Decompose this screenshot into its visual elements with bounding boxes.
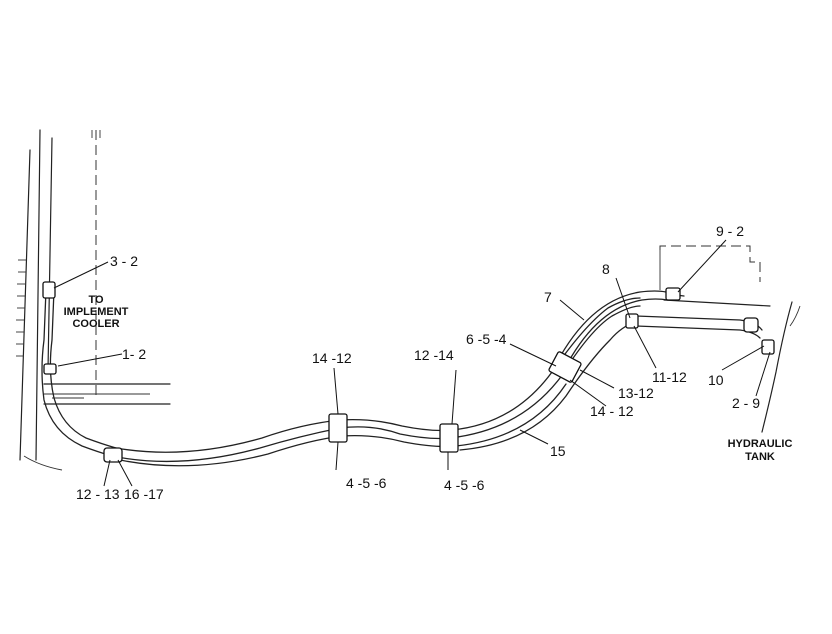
callout-12-14: 12 -14: [414, 347, 454, 363]
callout-10: 10: [708, 372, 724, 388]
callout-3-2: 3 - 2: [110, 253, 138, 269]
machine-frame-left: [16, 129, 171, 471]
hydraulic-tank-note: HYDRAULIC TANK: [728, 438, 793, 463]
implement-cooler-note-line-1: TO: [88, 294, 104, 306]
callout-14-12-right: 14 - 12: [590, 403, 634, 419]
clamps: [42, 281, 775, 463]
hydraulic-tank-note-line-1: HYDRAULIC: [728, 438, 793, 450]
implement-cooler-note-line-2: IMPLEMENT: [64, 306, 129, 318]
callout-13-12: 13-12: [618, 385, 654, 401]
callout-12-13: 12 - 13: [76, 486, 120, 502]
callout-14-12-left: 14 -12: [312, 350, 352, 366]
callout-7: 7: [544, 289, 552, 305]
callout-16-17: 16 -17: [124, 486, 164, 502]
callout-8: 8: [602, 261, 610, 277]
hydraulic-tank-note-line-2: TANK: [745, 451, 775, 463]
callout-4-5-6-left: 4 -5 -6: [346, 475, 387, 491]
callout-labels: 3 - 2 1- 2 12 - 13 16 -17 14 -12 4 -5 -6…: [76, 223, 760, 502]
callout-9-2: 9 - 2: [716, 223, 744, 239]
implement-cooler-note: TO IMPLEMENT COOLER: [64, 294, 129, 330]
callout-2-9: 2 - 9: [732, 395, 760, 411]
callout-15: 15: [550, 443, 566, 459]
callout-4-5-6-right: 4 -5 -6: [444, 477, 485, 493]
callout-1-2: 1- 2: [122, 346, 146, 362]
callout-6-5-4: 6 -5 -4: [466, 331, 507, 347]
leader-lines: [53, 239, 771, 487]
machine-frame-right: [659, 245, 801, 433]
implement-cooler-note-line-3: COOLER: [72, 318, 119, 330]
callout-11-12: 11-12: [652, 369, 687, 385]
